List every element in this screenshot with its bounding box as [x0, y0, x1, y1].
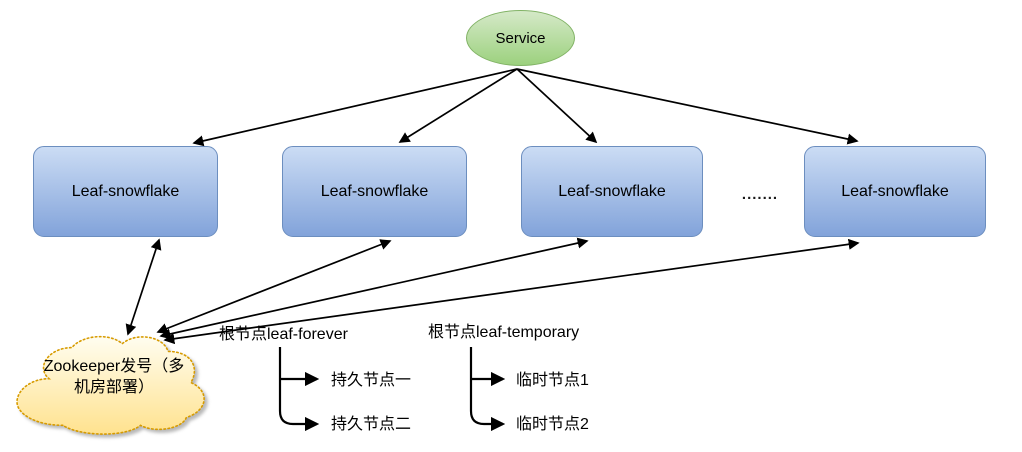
temporary-tree-child2-label: 临时节点2 — [516, 416, 589, 433]
zookeeper-cloud-label: Zookeeper发号（多 机房部署） — [20, 356, 208, 398]
leaf-snowflake-label: Leaf-snowflake — [841, 182, 949, 200]
cloud-label-line1: Zookeeper发号（多 — [43, 358, 185, 375]
more-nodes-ellipsis: ....... — [741, 186, 779, 203]
service-node: Service — [466, 10, 575, 66]
forever-tree-child1-label: 持久节点一 — [331, 372, 412, 389]
temporary-tree-root-label: 根节点leaf-temporary — [428, 324, 580, 341]
service-label: Service — [495, 29, 546, 47]
leaf-snowflake-label: Leaf-snowflake — [558, 182, 666, 200]
leaf-snowflake-box-3: Leaf-snowflake — [521, 146, 703, 237]
cloud-label-line2: 机房部署） — [73, 379, 154, 396]
forever-tree-child2-label: 持久节点二 — [331, 416, 412, 433]
zookeeper-cloud-shape — [16, 335, 205, 435]
leaf-snowflake-label: Leaf-snowflake — [320, 182, 429, 200]
temporary-tree-child1-label: 临时节点1 — [516, 372, 589, 389]
leaf-snowflake-box-4: Leaf-snowflake — [804, 146, 986, 237]
leaf-snowflake-label: Leaf-snowflake — [71, 182, 180, 200]
leaf-snowflake-box-1: Leaf-snowflake — [33, 146, 218, 237]
leaf-snowflake-box-2: Leaf-snowflake — [282, 146, 467, 237]
forever-tree-root-label: 根节点leaf-forever — [219, 326, 348, 343]
